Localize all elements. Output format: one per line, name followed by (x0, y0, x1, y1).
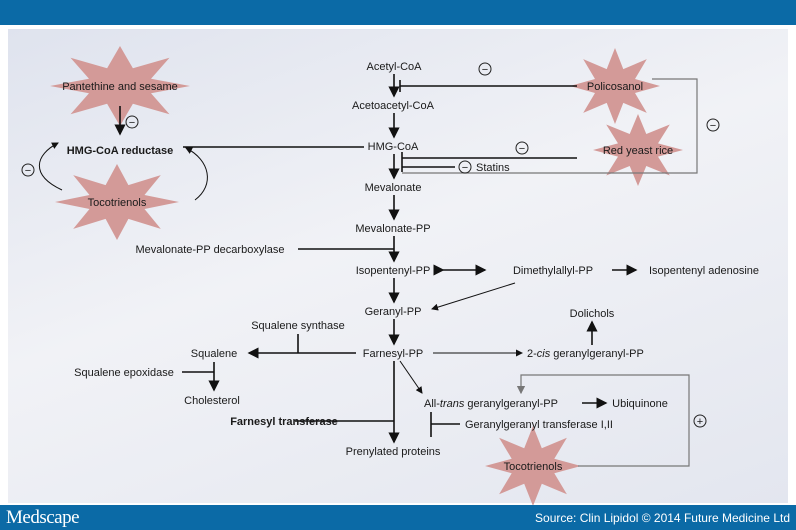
agent-tocotrienols-bottom: Tocotrienols (504, 461, 563, 473)
footer-bar: Medscape Source: Clin Lipidol © 2014 Fut… (0, 505, 796, 530)
enzyme-farnesyl-transferase: Farnesyl transferase (230, 416, 338, 428)
node-2-cis-geranylgeranyl-pp: 2-cis geranylgeranyl-PP (527, 348, 644, 360)
star-tocotrienols-bottom-shape (485, 426, 581, 506)
enzyme-hmg-coa-reductase: HMG-CoA reductase (67, 145, 174, 157)
minus-sign-icon: − (515, 141, 529, 155)
node-all-trans-geranylgeranyl-pp: All-trans geranylgeranyl-PP (424, 398, 558, 410)
source-credit: Source: Clin Lipidol © 2014 Future Medic… (535, 511, 790, 525)
svg-text:+: + (697, 416, 703, 428)
node-dolichols: Dolichols (570, 308, 615, 320)
node-ubiquinone: Ubiquinone (612, 398, 668, 410)
star-tocotrienols-top-shape (55, 164, 179, 240)
svg-text:−: − (519, 143, 525, 155)
drug-statins: Statins (476, 162, 510, 174)
agent-policosanol: Policosanol (587, 81, 643, 93)
minus-sign-icon: − (125, 115, 139, 129)
enzyme-squalene-epoxidase: Squalene epoxidase (74, 367, 174, 379)
node-cholesterol: Cholesterol (184, 395, 240, 407)
node-mevalonate: Mevalonate (365, 182, 422, 194)
agent-red-yeast-rice: Red yeast rice (603, 145, 673, 157)
node-acetoacetyl-coa: Acetoacetyl-CoA (352, 100, 435, 112)
star-policosanol-shape (570, 48, 660, 124)
pathway-arrows (38, 74, 698, 467)
node-isopentenyl-adenosine: Isopentenyl adenosine (649, 265, 759, 277)
node-squalene: Squalene (191, 348, 238, 360)
node-isopentenyl-pp: Isopentenyl-PP (356, 265, 431, 277)
svg-text:−: − (462, 162, 468, 174)
agent-pantethine-sesame: Pantethine and sesame (62, 81, 178, 93)
enzyme-geranylgeranyl-transferase: Geranylgeranyl transferase I,II (465, 419, 613, 431)
enzyme-mevalonate-pp-decarboxylase: Mevalonate-PP decarboxylase (136, 244, 285, 256)
svg-text:−: − (129, 117, 135, 129)
minus-sign-icon: − (21, 163, 35, 177)
plus-sign-icon: + (693, 414, 707, 428)
node-geranyl-pp: Geranyl-PP (365, 306, 422, 318)
node-acetyl-coa: Acetyl-CoA (366, 61, 422, 73)
minus-sign-icon: − (458, 160, 472, 174)
star-red-yeast-rice-shape (593, 114, 683, 186)
diagram-panel (8, 29, 788, 503)
medscape-logo[interactable]: Medscape (6, 507, 80, 528)
svg-text:−: − (710, 120, 716, 132)
svg-text:−: − (482, 64, 488, 76)
node-hmg-coa: HMG-CoA (368, 141, 419, 153)
minus-sign-icon: − (706, 118, 720, 132)
star-pantethine-shape (50, 46, 190, 126)
agent-tocotrienols-top: Tocotrienols (88, 197, 147, 209)
node-farnesyl-pp: Farnesyl-PP (363, 348, 424, 360)
node-dimethylallyl-pp: Dimethylallyl-PP (513, 265, 593, 277)
enzyme-squalene-synthase: Squalene synthase (251, 320, 345, 332)
node-mevalonate-pp: Mevalonate-PP (355, 223, 430, 235)
node-prenylated-proteins: Prenylated proteins (346, 446, 441, 458)
svg-text:−: − (25, 165, 31, 177)
header-bar (0, 0, 796, 25)
minus-sign-icon: − (478, 62, 492, 76)
